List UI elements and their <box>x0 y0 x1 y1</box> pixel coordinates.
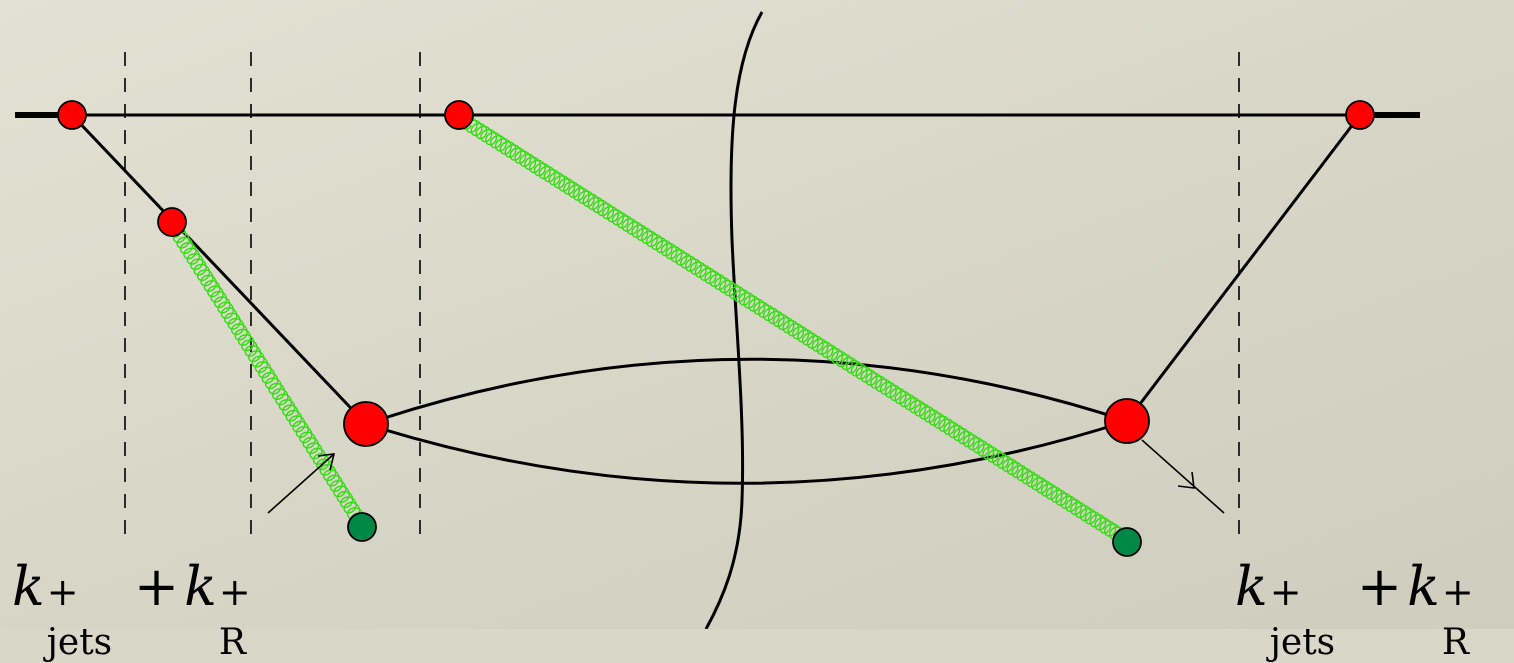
momentum-label-right: k+jets + k+R <box>1235 560 1474 661</box>
vertex-big-right <box>1104 398 1150 444</box>
label-right-k1: k <box>1235 555 1268 618</box>
label-right-sub2: R <box>1441 622 1470 663</box>
label-right-plus: + <box>1356 555 1403 618</box>
label-left-sub2: R <box>218 622 247 663</box>
dashed-cuts <box>124 52 1240 535</box>
vertex-top-left <box>57 100 87 130</box>
label-left-k1: k <box>12 555 45 618</box>
loop-lower <box>365 419 1128 485</box>
label-right-sub1: jets <box>1269 622 1336 663</box>
momentum-label-left: k+jets + k+R <box>12 560 251 661</box>
momentum-arrows <box>267 439 1225 514</box>
label-left-sub1: jets <box>46 622 113 663</box>
vertex-top-right <box>1345 100 1375 130</box>
left-arrowhead <box>317 453 336 471</box>
vertex-diagonal-left <box>157 207 187 237</box>
label-right-sup1: + <box>1269 570 1302 614</box>
right-arrowhead <box>1177 471 1195 489</box>
feynman-diagram <box>15 11 1420 629</box>
label-left-sup1: + <box>46 570 79 614</box>
label-left-sup2: + <box>218 570 251 614</box>
label-left-k2: k <box>184 555 217 618</box>
label-left-plus: + <box>133 555 180 618</box>
vertex-top-middle <box>444 100 474 130</box>
cut-curve <box>704 11 764 629</box>
gluon-right <box>460 116 1131 543</box>
loop-upper <box>365 357 1128 426</box>
label-right-k2: k <box>1407 555 1440 618</box>
gluon-endpoint-left <box>347 512 377 542</box>
vertices <box>57 100 1375 557</box>
left-momentum-arrow <box>267 453 335 514</box>
gluon-lines <box>169 116 1131 543</box>
vertex-big-left <box>343 401 389 447</box>
left-diagonal <box>70 113 368 426</box>
label-right-sup2: + <box>1441 570 1474 614</box>
right-momentum-arrow <box>1141 439 1225 514</box>
gluon-endpoint-right <box>1112 527 1142 557</box>
right-diagonal <box>1125 114 1362 422</box>
gluon-left <box>169 225 367 528</box>
